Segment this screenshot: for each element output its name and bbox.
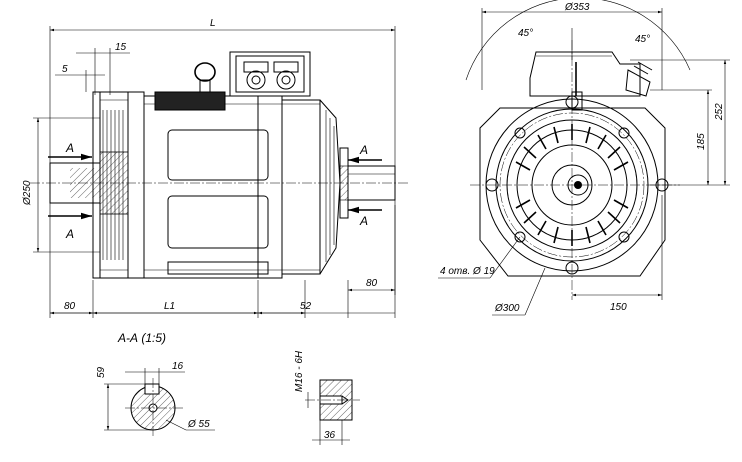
dim-shaft-right: 80 <box>366 278 378 289</box>
section-marker-3: А <box>359 143 368 157</box>
dim-angle-right: 45° <box>635 34 650 45</box>
lifting-eye <box>194 62 216 93</box>
dim-half-width: 150 <box>610 302 627 313</box>
section-arrow-left-top: А <box>48 141 92 161</box>
thread-detail: М16 - 6Н 36 <box>294 350 360 445</box>
dim-housing-diameter: Ø353 <box>564 2 590 13</box>
dim-flange-thickness: 5 <box>62 64 68 75</box>
dim-shaft-diameter: Ø 55 <box>187 419 210 430</box>
dim-flange-diameter: Ø250 <box>22 180 33 206</box>
dim-holes: 4 отв. Ø 19 <box>440 266 495 277</box>
section-arrow-left-bottom: А <box>48 212 92 241</box>
section-marker-4: А <box>359 214 368 228</box>
section-title: А-А (1:5) <box>117 331 166 345</box>
dim-bolt-circle: Ø300 <box>494 303 520 314</box>
dim-thread-depth: 36 <box>324 430 336 441</box>
dim-key-width: 16 <box>172 361 184 372</box>
section-arrow-right-bottom: А <box>348 206 382 228</box>
side-view: L 15 5 Ø250 <box>22 18 410 318</box>
section-arrow-right-top: А <box>348 143 382 164</box>
dim-key-height: 59 <box>96 366 107 378</box>
name-plate <box>154 91 226 111</box>
thread-label: М16 - 6Н <box>294 350 305 392</box>
dim-body-length: L1 <box>164 301 175 312</box>
dim-angle-left: 45° <box>518 28 533 39</box>
section-marker-2: А <box>65 227 74 241</box>
dim-bearing-offset: 52 <box>300 301 312 312</box>
radial-slots <box>515 124 629 246</box>
dim-flange-offset: 15 <box>115 42 127 53</box>
dim-shaft-left: 80 <box>64 301 76 312</box>
section-marker-1: А <box>65 141 74 155</box>
dim-total-height: 252 <box>714 103 725 121</box>
dim-center-height: 185 <box>696 133 707 150</box>
terminal-box-front <box>529 51 653 111</box>
dim-overall-length: L <box>210 18 216 29</box>
terminal-box <box>229 51 311 97</box>
section-view: А-А (1:5) 59 16 Ø 55 <box>96 331 215 438</box>
front-view: Ø353 45° 45° 252 185 <box>438 0 730 316</box>
